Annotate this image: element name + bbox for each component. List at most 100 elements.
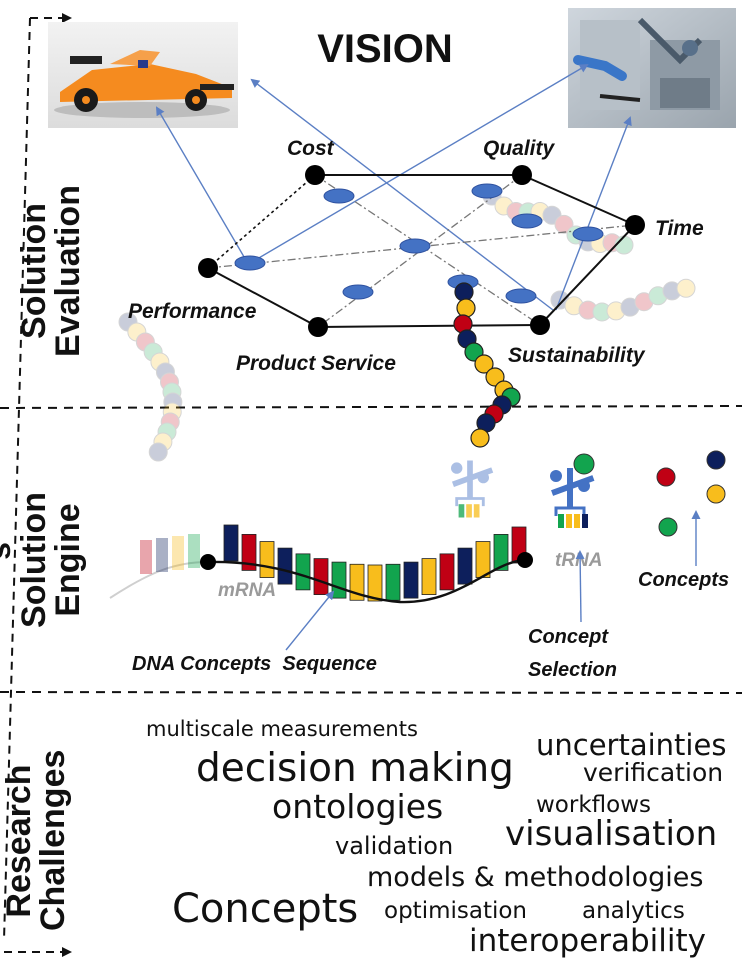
photo-link-arrows	[155, 63, 632, 311]
mrna-bar	[223, 524, 239, 562]
mrna-bar	[385, 563, 401, 601]
label-cost: Cost	[287, 137, 335, 160]
faded-bead	[160, 412, 180, 432]
challenge-word: optimisation	[384, 898, 528, 924]
faded-bead	[153, 432, 173, 452]
section-label-engine-edge: s	[0, 531, 17, 571]
faded-bead	[542, 205, 562, 225]
faded-bead	[494, 196, 514, 216]
engine-arrows	[285, 510, 701, 651]
faded-bead	[127, 322, 147, 342]
bead	[470, 428, 490, 448]
solution-ellipse	[323, 188, 355, 204]
section-label-engine-line2: Engine	[49, 503, 87, 617]
faded-bead	[620, 297, 640, 317]
bead	[454, 282, 474, 302]
section-label-engine-line1: Solution	[15, 492, 53, 628]
faded-mrna-bar	[172, 536, 184, 570]
faded-mrna-bar	[140, 540, 152, 574]
solution-ellipse	[399, 238, 431, 254]
mrna-bar	[457, 547, 473, 585]
factory-robot-photo	[568, 8, 736, 128]
mrna-bar	[259, 541, 275, 578]
label-quality: Quality	[483, 137, 556, 160]
faded-bead	[157, 422, 177, 442]
challenge-word: ontologies	[272, 787, 444, 826]
section-label-challenges-line2: Challenges	[34, 749, 72, 931]
solution-ellipse	[342, 284, 374, 300]
flow-border	[3, 13, 72, 957]
faded-bead	[150, 352, 170, 372]
solution-ellipse	[505, 288, 537, 304]
concept-selection-label-line1: Concept	[528, 626, 609, 648]
section-label-challenges-line1: Research	[0, 764, 38, 918]
faded-bead	[148, 442, 168, 462]
faded-bead	[554, 214, 574, 234]
faded-bead-chains	[118, 186, 696, 462]
race-car-photo	[48, 22, 238, 128]
solution-ellipse	[572, 226, 604, 242]
challenge-word: verification	[583, 758, 724, 787]
faded-bead	[602, 233, 622, 253]
node-cost	[305, 165, 325, 185]
divider-engine-challenges	[0, 691, 742, 694]
challenge-word: Concepts	[172, 886, 359, 932]
mrna-label: mRNA	[218, 580, 276, 601]
mrna-bar	[295, 553, 311, 591]
faded-mrna-bar	[188, 534, 200, 568]
trna-icon	[451, 460, 494, 518]
dna-sequence-label: DNA Concepts Sequence	[132, 653, 377, 675]
faded-bead	[592, 302, 612, 322]
faded-bead	[159, 372, 179, 392]
challenge-word: workflows	[536, 792, 652, 818]
mrna-bar	[241, 534, 257, 571]
challenge-word: decision making	[196, 746, 514, 791]
mrna-bar	[475, 541, 491, 578]
engine-edge-letter: s	[0, 531, 17, 571]
bead	[485, 367, 505, 387]
faded-bead	[606, 301, 626, 321]
node-sustainability	[530, 315, 550, 335]
trna-icon	[550, 453, 595, 528]
concept-dots	[656, 450, 726, 537]
solution-ellipse	[511, 213, 543, 229]
faded-bead	[614, 235, 634, 255]
faded-bead	[118, 312, 138, 332]
faded-bead	[564, 296, 584, 316]
faded-bead	[662, 281, 682, 301]
faded-bead	[634, 292, 654, 312]
trna-label: tRNA	[555, 550, 603, 571]
section-label-engine: Solution Engine	[15, 486, 99, 634]
faded-bead	[163, 392, 183, 412]
solution-ellipse	[471, 183, 503, 199]
faded-bead	[578, 300, 598, 320]
faded-bead	[648, 286, 668, 306]
faded-bead	[162, 382, 182, 402]
mrna-bar	[277, 547, 293, 585]
main-bead-chain	[453, 282, 521, 448]
section-label-evaluation-line2: Evaluation	[49, 185, 87, 357]
mrna-bar	[439, 553, 455, 591]
node-product-service	[308, 317, 328, 337]
label-sustainability: Sustainability	[508, 344, 646, 367]
challenge-word: uncertainties	[536, 728, 727, 762]
challenge-word: analytics	[582, 898, 685, 924]
faded-bead	[143, 342, 163, 362]
faded-bead	[162, 402, 182, 422]
faded-bead	[155, 362, 175, 382]
mrna-bar	[421, 558, 437, 595]
node-performance	[198, 258, 218, 278]
section-label-challenges: Research Challenges	[0, 749, 84, 931]
vision-title: VISION	[317, 27, 453, 71]
section-label-evaluation: Solution Evaluation	[15, 171, 99, 371]
divider-evaluation-engine	[0, 405, 742, 409]
faded-bead	[676, 278, 696, 298]
mrna-bar	[493, 534, 509, 571]
challenge-word: interoperability	[469, 923, 707, 959]
bead	[474, 354, 494, 374]
concepts-label: Concepts	[638, 569, 729, 591]
mrna-bar	[367, 564, 383, 602]
challenge-word: models & methodologies	[367, 862, 704, 893]
faded-mrna-bar	[156, 538, 168, 572]
